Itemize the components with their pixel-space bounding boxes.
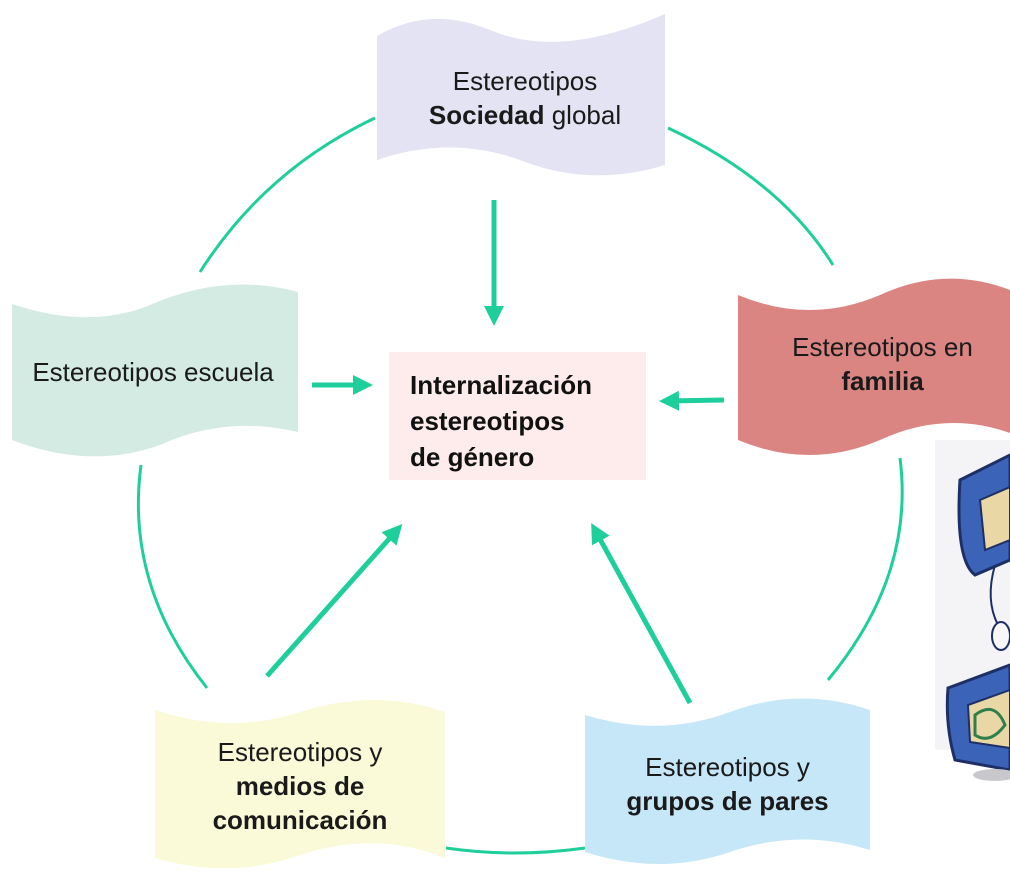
sociedad-line-2: Sociedad global [390, 98, 660, 132]
medios-bold-1: medios de [235, 771, 365, 801]
sociedad-bold: Sociedad [428, 100, 545, 130]
familia-line-2: familia [765, 364, 1000, 398]
node-escuela-label: Estereotipos escuela [8, 355, 298, 389]
center-box [389, 352, 646, 480]
connector-pares-medios [445, 846, 586, 855]
node-medios-shape [155, 700, 445, 869]
medios-bold-2: comunicación [212, 805, 388, 835]
center-line-2: estereotipos [410, 406, 565, 436]
pares-line-1: Estereotipos y [645, 752, 810, 782]
node-sociedad-label: Estereotipos Sociedad global [390, 64, 660, 132]
medios-line-3: comunicación [165, 803, 435, 837]
node-pares-shape [585, 698, 870, 864]
sociedad-rest: global [544, 100, 622, 130]
arrows [265, 200, 725, 705]
escuela-line-1: Estereotipos escuela [32, 357, 274, 387]
sociedad-line-1: Estereotipos [452, 66, 598, 96]
arrow-pares [591, 522, 693, 705]
node-medios-label: Estereotipos y medios de comunicación [165, 735, 435, 837]
medios-line-1: Estereotipos y [217, 737, 383, 767]
connector-familia-pares [826, 457, 904, 681]
connector-sociedad-familia [667, 126, 835, 266]
connector-escuela-sociedad [198, 116, 376, 273]
cycle-connectors [136, 116, 904, 855]
center-label: Internalización estereotipos de género [410, 367, 640, 475]
pares-line-2: grupos de pares [590, 784, 865, 818]
node-escuela-shape [12, 284, 298, 457]
node-familia-shape [738, 278, 1010, 455]
familia-bold: familia [841, 366, 924, 396]
node-pares-label: Estereotipos y grupos de pares [590, 750, 865, 818]
center-line-1: Internalización [410, 370, 593, 400]
node-sociedad-shape [377, 14, 665, 176]
computer-clipart-icon [935, 440, 1010, 781]
medios-line-2: medios de [165, 769, 435, 803]
connector-medios-escuela [136, 464, 209, 689]
node-familia-label: Estereotipos en familia [765, 330, 1000, 398]
pares-bold: grupos de pares [626, 786, 829, 816]
arrow-medios [265, 524, 403, 678]
center-line-3: de género [410, 442, 535, 472]
arrow-familia [659, 390, 725, 411]
familia-line-1: Estereotipos en [792, 332, 973, 362]
